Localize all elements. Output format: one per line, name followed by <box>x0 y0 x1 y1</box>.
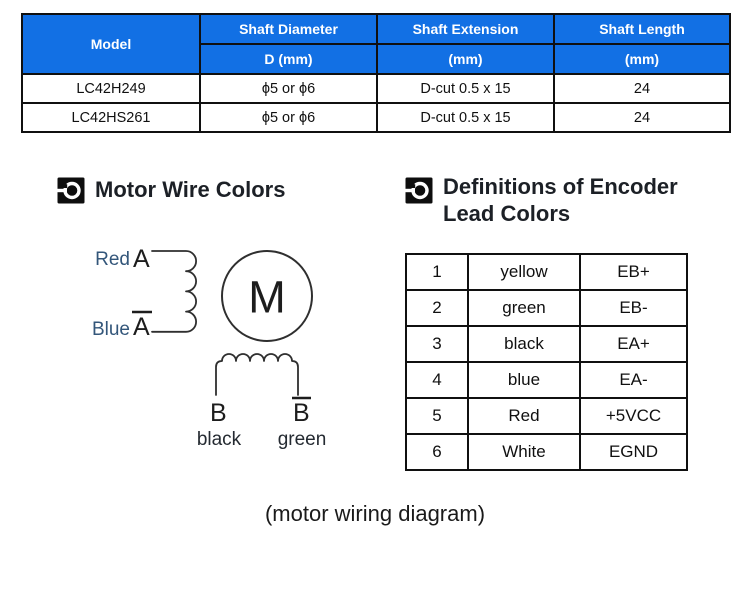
table-row: LC42HS261 ϕ5 or ϕ6 D-cut 0.5 x 15 24 <box>21 102 731 133</box>
motor-symbol: M <box>248 272 286 323</box>
encoder-signal: +5VCC <box>579 397 688 435</box>
phase-a-label: A <box>133 245 150 273</box>
spec-cell-length: 24 <box>553 73 731 104</box>
encoder-signal: EB+ <box>579 253 688 291</box>
spec-header-model: Model <box>21 13 201 75</box>
wire-color-red: Red <box>95 249 130 270</box>
phase-a-bar-label: A <box>133 313 150 341</box>
spec-header-shaft-extension: Shaft Extension <box>376 13 555 45</box>
table-row: LC42H249 ϕ5 or ϕ6 D-cut 0.5 x 15 24 <box>21 73 731 104</box>
spec-cell-length: 24 <box>553 102 731 133</box>
encoder-pin: 5 <box>405 397 469 435</box>
encoder-signal: EA+ <box>579 325 688 363</box>
motor-wire-colors-heading: Motor Wire Colors <box>57 176 285 204</box>
spec-header-shaft-length: Shaft Length <box>553 13 731 45</box>
phase-a-coil <box>151 250 197 333</box>
target-icon <box>57 177 85 203</box>
table-row: 4 blue EA- <box>405 361 688 399</box>
spec-table: Model Shaft Diameter Shaft Extension Sha… <box>21 13 731 133</box>
encoder-color: Red <box>467 397 581 435</box>
phase-b-coil <box>215 353 299 396</box>
encoder-pin: 6 <box>405 433 469 471</box>
wire-color-green: green <box>278 429 326 450</box>
spec-subheader-length-unit: (mm) <box>553 43 731 75</box>
spec-cell-model: LC42H249 <box>21 73 201 104</box>
encoder-pin: 3 <box>405 325 469 363</box>
encoder-pin: 1 <box>405 253 469 291</box>
encoder-color: White <box>467 433 581 471</box>
table-row: 1 yellow EB+ <box>405 253 688 291</box>
spec-subheader-diameter-unit: D (mm) <box>199 43 378 75</box>
encoder-color: black <box>467 325 581 363</box>
encoder-color: blue <box>467 361 581 399</box>
section-title: Definitions of Encoder Lead Colors <box>443 174 678 226</box>
encoder-pin: 4 <box>405 361 469 399</box>
encoder-signal: EA- <box>579 361 688 399</box>
diagram-caption: (motor wiring diagram) <box>264 501 486 526</box>
spec-cell-extension: D-cut 0.5 x 15 <box>376 102 555 133</box>
motor-circle <box>221 250 313 342</box>
table-row: 5 Red +5VCC <box>405 397 688 435</box>
table-row: 2 green EB- <box>405 289 688 327</box>
phase-b-bar-label: B <box>293 399 310 427</box>
spec-cell-diameter: ϕ5 or ϕ6 <box>199 73 378 104</box>
encoder-table: 1 yellow EB+ 2 green EB- 3 black EA+ 4 b… <box>405 253 688 471</box>
wire-color-blue: Blue <box>92 319 130 340</box>
spec-header-shaft-diameter: Shaft Diameter <box>199 13 378 45</box>
target-icon <box>405 177 433 204</box>
spec-cell-extension: D-cut 0.5 x 15 <box>376 73 555 104</box>
table-row: 3 black EA+ <box>405 325 688 363</box>
encoder-signal: EGND <box>579 433 688 471</box>
encoder-pin: 2 <box>405 289 469 327</box>
spec-cell-diameter: ϕ5 or ϕ6 <box>199 102 378 133</box>
encoder-signal: EB- <box>579 289 688 327</box>
phase-b-label: B <box>210 399 227 427</box>
table-row: 6 White EGND <box>405 433 688 471</box>
wire-color-black: black <box>197 429 242 450</box>
encoder-color: green <box>467 289 581 327</box>
spec-subheader-extension-unit: (mm) <box>376 43 555 75</box>
motor-wiring-diagram: Red A Blue A M B B black green <box>92 245 326 450</box>
spec-cell-model: LC42HS261 <box>21 102 201 133</box>
encoder-lead-colors-heading: Definitions of Encoder Lead Colors <box>405 174 693 227</box>
encoder-color: yellow <box>467 253 581 291</box>
section-title: Motor Wire Colors <box>95 177 286 202</box>
